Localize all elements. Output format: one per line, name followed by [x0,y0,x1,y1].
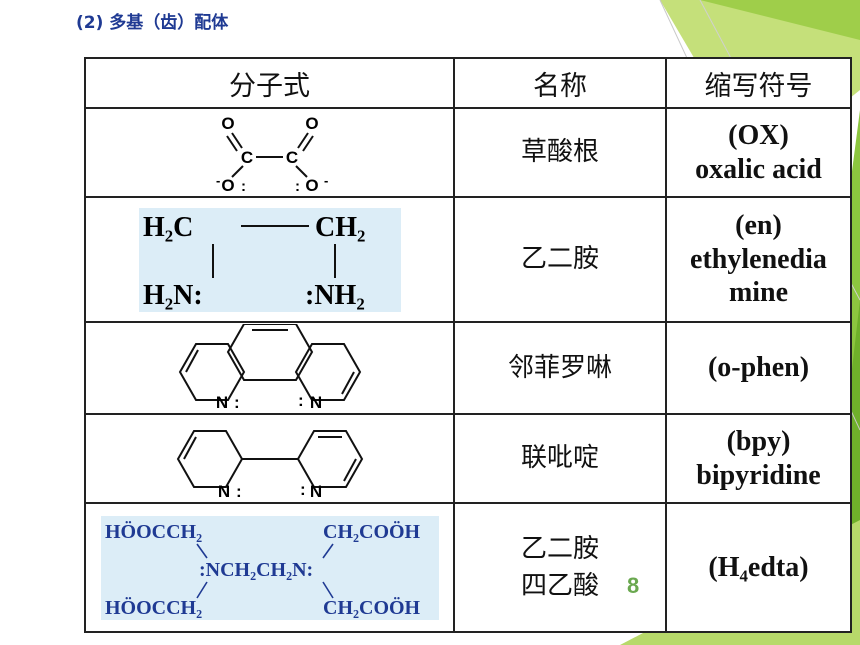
lone-pair: : [234,393,240,412]
full-name: bipyridine [696,459,821,491]
table-header-row: 分子式 名称 缩写符号 [84,57,852,109]
ethylenediamine-structure: H₂C CH₂ H₂N: :NH₂ [138,207,401,312]
edta-structure: HÖOCCH₂ CH₂COÖH :NCH₂CH₂N: HÖOCCH₂ CH₂CO… [100,515,439,620]
atom-o: O [221,114,234,133]
header-formula: 分子式 [84,57,455,109]
nitrogen-atom: N [309,393,321,412]
phenanthroline-structure: N : : N [178,324,361,412]
h2n-group: H₂N: [143,280,203,311]
table-row: O O C C O O - - : : 草酸根 (OX) [84,107,852,198]
name-cell: 乙二胺 四乙酸 [453,502,667,633]
formula-cell: N : : N [84,413,455,504]
atom-c: C [240,148,252,167]
abbreviation: (en) [735,210,782,242]
full-name: ethylenedia [690,243,827,275]
abbreviation: (bpy) [726,425,791,457]
header-name: 名称 [453,57,667,109]
ch2-group: CH₂ [315,212,365,243]
name-cell: 邻菲罗啉 [453,321,667,415]
slide-title: (2) 多基（齿）配体 [76,13,229,33]
atom-o: O [305,114,318,133]
name-cell: 联吡啶 [453,413,667,504]
abbreviation: (H₄edta) [708,551,809,583]
abbreviation-cell: (OX) oxalic acid [665,107,852,198]
abbreviation-cell: (o-phen) [665,321,852,415]
lone-pair: : [300,480,306,499]
table-row: H₂C CH₂ H₂N: :NH₂ 乙二胺 (en) ethylenedia m… [84,196,852,323]
name-line: 乙二胺 [520,534,599,565]
formula-cell: HÖOCCH₂ CH₂COÖH :NCH₂CH₂N: HÖOCCH₂ CH₂CO… [84,502,455,633]
abbreviation-cell: (bpy) bipyridine [665,413,852,504]
full-name: oxalic acid [695,153,822,185]
nh2-group: :NH₂ [305,280,365,311]
formula-cell: O O C C O O - - : : [84,107,455,198]
negative-charge: - [216,173,220,188]
ligand-table: 分子式 名称 缩写符号 O O C C O O - - : : [84,57,852,633]
lone-pair: : [241,178,246,195]
name-cell: 草酸根 [453,107,667,198]
diamine-chain: :NCH₂CH₂N: [199,559,313,581]
carboxymethyl-group: CH₂COÖH [323,596,421,619]
atom-o: O [221,176,234,195]
abbreviation-cell: (en) ethylenedia mine [665,196,852,323]
lone-pair: : [236,482,242,501]
atom-c: C [285,148,297,167]
h2c-group: H₂C [143,212,193,243]
carboxymethyl-group: HÖOCCH₂ [105,520,202,543]
full-name-continued: mine [728,277,789,309]
lone-pair: : [298,391,304,410]
name-line: 四乙酸 [520,570,599,601]
nitrogen-atom: N [309,482,321,501]
abbreviation: (OX) [728,119,789,151]
negative-charge: - [324,173,328,188]
nitrogen-atom: N [215,393,227,412]
oxalate-structure: O O C C O O - - : : [216,114,328,195]
carboxymethyl-group: CH₂COÖH [323,520,421,543]
table-row: N : : N 联吡啶 (bpy) bipyridine [84,413,852,504]
bipyridine-structure: N : : N [176,429,363,501]
formula-cell: H₂C CH₂ H₂N: :NH₂ [84,196,455,323]
name-cell: 乙二胺 [453,196,667,323]
formula-cell: N : : N [84,321,455,415]
nitrogen-atom: N [217,482,229,501]
header-abbreviation: 缩写符号 [665,57,852,109]
abbreviation: (o-phen) [707,352,810,384]
lone-pair: : [295,178,300,195]
table-row: N : : N 邻菲罗啉 (o-phen) [84,321,852,415]
abbreviation-cell: (H₄edta) [665,502,852,633]
table-row: HÖOCCH₂ CH₂COÖH :NCH₂CH₂N: HÖOCCH₂ CH₂CO… [84,502,852,633]
page-number: 8 [627,573,640,598]
carboxymethyl-group: HÖOCCH₂ [105,596,202,619]
atom-o: O [305,176,318,195]
